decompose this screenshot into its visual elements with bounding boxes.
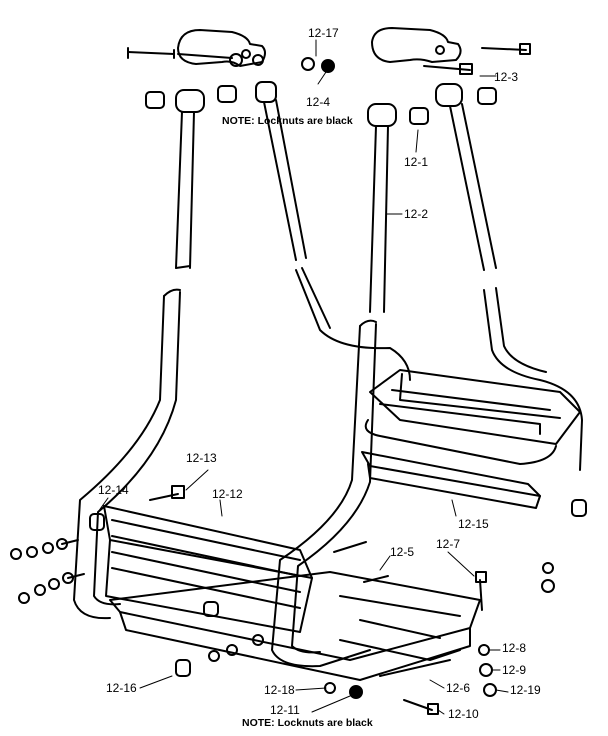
nut-front-small <box>208 634 264 662</box>
rear-seat-pan <box>364 369 581 465</box>
nut-set-upper-left <box>10 538 79 560</box>
bushing-12-1 <box>409 107 429 125</box>
label-12-1: 12-1 <box>404 155 428 169</box>
label-12-9: 12-9 <box>502 663 526 677</box>
bushing-left-2 <box>217 85 237 103</box>
locknut-12-4 <box>321 59 335 73</box>
bolt-center-left <box>333 541 389 583</box>
washer-12-8 <box>478 644 490 656</box>
label-12-17: 12-17 <box>308 26 339 40</box>
nut-set-lower-left <box>18 572 85 604</box>
label-12-14: 12-14 <box>98 483 129 497</box>
locknut-12-11 <box>349 685 363 699</box>
note-bottom: NOTE: Locknuts are black <box>242 717 373 729</box>
label-12-12: 12-12 <box>212 487 243 501</box>
frame-tube-12-2 <box>271 103 397 668</box>
bushing-right-lower <box>571 499 587 517</box>
label-12-5: 12-5 <box>390 545 414 559</box>
bushing-front-mid <box>203 601 219 617</box>
label-12-2: 12-2 <box>404 207 428 221</box>
label-12-11: 12-11 <box>270 703 300 717</box>
bushing-12-14 <box>89 513 105 531</box>
frame-tube-right <box>435 83 583 471</box>
label-12-7: 12-7 <box>436 537 460 551</box>
nut-12-17 <box>301 57 315 71</box>
front-seat-pan-12-5 <box>109 571 481 681</box>
bushing-12-16 <box>175 659 191 677</box>
bolt-top-right <box>481 43 531 55</box>
foot-rest-12-6 <box>339 639 461 677</box>
frame-tube-left-rear <box>255 81 411 381</box>
label-12-6: 12-6 <box>446 681 470 695</box>
label-12-8: 12-8 <box>502 641 526 655</box>
note-top: NOTE: Locknuts are black <box>222 115 353 127</box>
leader-lines <box>97 39 509 715</box>
label-12-4: 12-4 <box>306 95 330 109</box>
bolt-12-10 <box>403 699 439 715</box>
label-12-10: 12-10 <box>448 707 479 721</box>
label-12-15: 12-15 <box>458 517 489 531</box>
bolt-12-7 <box>475 571 487 611</box>
label-12-3: 12-3 <box>494 70 518 84</box>
frame-tube-left <box>73 89 205 620</box>
nut-right-lower <box>541 562 555 593</box>
label-12-19: 12-19 <box>510 683 541 697</box>
bolt-top-left <box>127 47 233 59</box>
label-12-18: 12-18 <box>264 683 295 697</box>
hanger-bracket-right <box>371 27 462 63</box>
hanger-bracket-left <box>177 29 266 67</box>
label-12-16: 12-16 <box>106 681 137 695</box>
front-seat-back-12-12 <box>103 505 313 633</box>
nut-12-19 <box>483 683 497 697</box>
bolt-12-3 <box>423 63 473 75</box>
bushing-right-2 <box>477 87 497 105</box>
nut-top-left <box>229 53 264 67</box>
nut-12-9 <box>479 663 493 677</box>
bushing-left-1 <box>145 91 165 109</box>
label-12-13: 12-13 <box>186 451 217 465</box>
bolt-12-13 <box>149 485 185 501</box>
bracket-12-15 <box>361 451 541 509</box>
